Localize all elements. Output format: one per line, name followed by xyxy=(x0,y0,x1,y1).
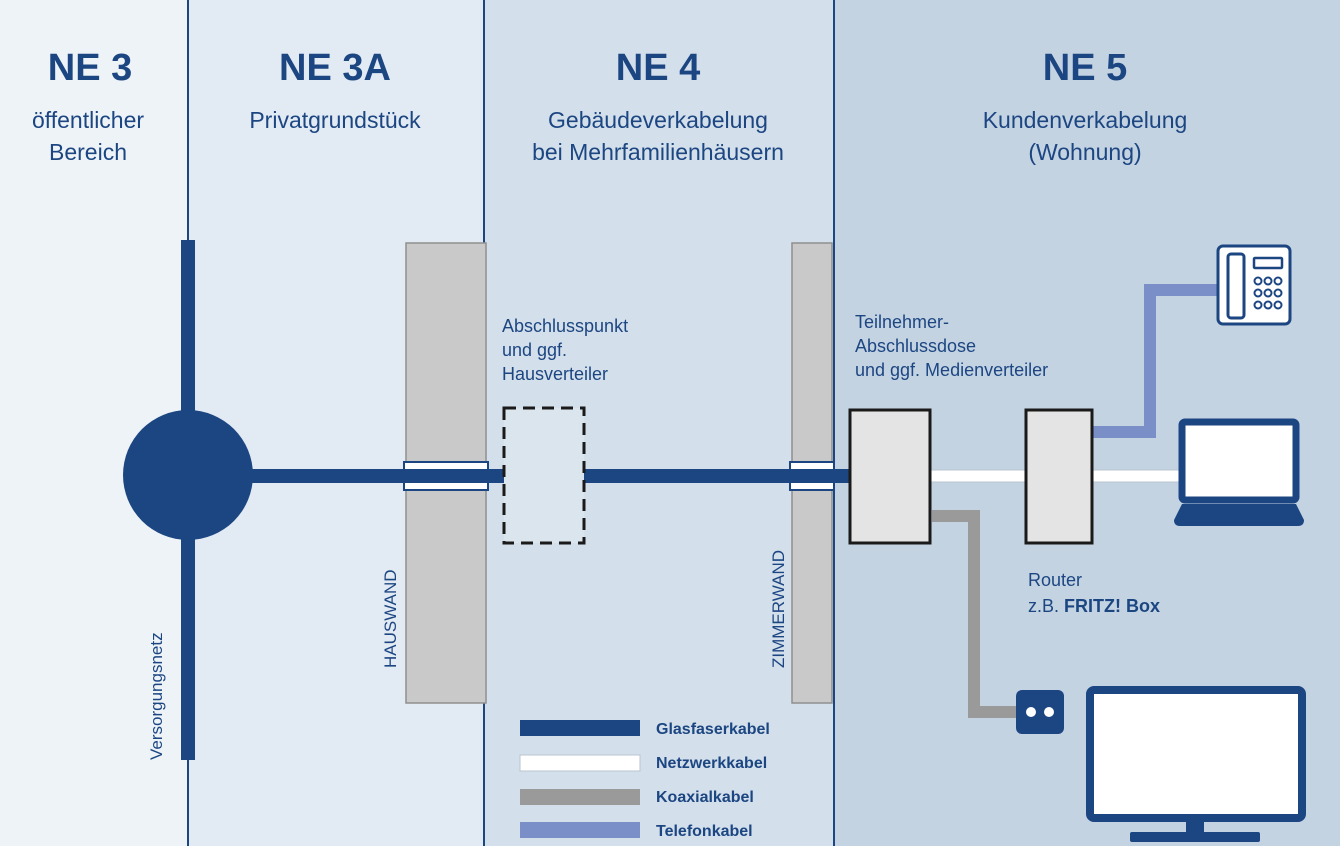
network-cable-segment-1 xyxy=(929,469,1027,483)
zone-subtitle-ne5-line1: Kundenverkabelung xyxy=(983,107,1188,133)
zimmerwand-label: ZIMMERWAND xyxy=(769,550,788,668)
zone-subtitle-ne5-line2: (Wohnung) xyxy=(1028,139,1141,165)
monitor-icon xyxy=(1086,686,1306,842)
teilnehmer-label-line1: Teilnehmer- xyxy=(855,312,949,332)
zone-title-ne4: NE 4 xyxy=(616,47,700,89)
legend-label-glasfaser: Glasfaserkabel xyxy=(656,721,770,738)
fiber-in-house-wall xyxy=(404,469,488,483)
router-label: Router xyxy=(1028,570,1082,590)
legend-label-koaxial: Koaxialkabel xyxy=(656,789,754,806)
teilnehmer-label-line2: Abschlussdose xyxy=(855,336,976,356)
fiber-in-room-wall xyxy=(790,469,834,483)
zone-subtitle-ne3-line1: öffentlicher xyxy=(32,107,144,133)
legend-swatch-glasfaser xyxy=(520,720,640,736)
legend-swatch-koaxial xyxy=(520,789,640,805)
zone-subtitle-ne4-line1: Gebäudeverkabelung xyxy=(548,107,768,133)
router-example-label: z.B. FRITZ! Box xyxy=(1028,596,1160,616)
fiber-cable-segment-2 xyxy=(584,469,852,483)
hauswand-label: HAUSWAND xyxy=(381,569,400,668)
router-box xyxy=(1024,408,1094,545)
abschlusspunkt-label-line1: Abschlusspunkt xyxy=(502,316,628,336)
distribution-point xyxy=(502,406,586,545)
zone-title-ne5: NE 5 xyxy=(1043,47,1127,89)
legend-swatch-telefon xyxy=(520,822,640,838)
supply-network-node xyxy=(123,410,253,540)
zone-subtitle-ne4-line2: bei Mehrfamilienhäusern xyxy=(532,139,784,165)
abschlusspunkt-label-line2: und ggf. xyxy=(502,340,567,360)
teilnehmer-label-line3: und ggf. Medienverteiler xyxy=(855,360,1048,380)
legend: Glasfaserkabel Netzwerkkabel Koaxialkabe… xyxy=(519,720,770,840)
network-cable-segment-2 xyxy=(1091,469,1183,483)
abschlusspunkt-label-line3: Hausverteiler xyxy=(502,364,608,384)
termination-box xyxy=(848,408,932,545)
legend-label-netzwerk: Netzwerkkabel xyxy=(656,755,767,772)
telephone-icon xyxy=(1216,244,1292,326)
wall-socket-icon xyxy=(1016,690,1064,734)
legend-label-telefon: Telefonkabel xyxy=(656,823,753,840)
zone-title-ne3a: NE 3A xyxy=(279,47,391,89)
versorgungsnetz-label: Versorgungsnetz xyxy=(147,632,166,760)
zone-subtitle-ne3a-line1: Privatgrundstück xyxy=(249,107,421,133)
laptop-icon xyxy=(1174,418,1304,526)
zone-title-ne3: NE 3 xyxy=(48,47,132,89)
phone-cable xyxy=(1092,284,1218,438)
zone-subtitle-ne3-line2: Bereich xyxy=(49,139,127,165)
coax-cable xyxy=(932,510,1016,718)
legend-swatch-netzwerk xyxy=(519,754,641,772)
